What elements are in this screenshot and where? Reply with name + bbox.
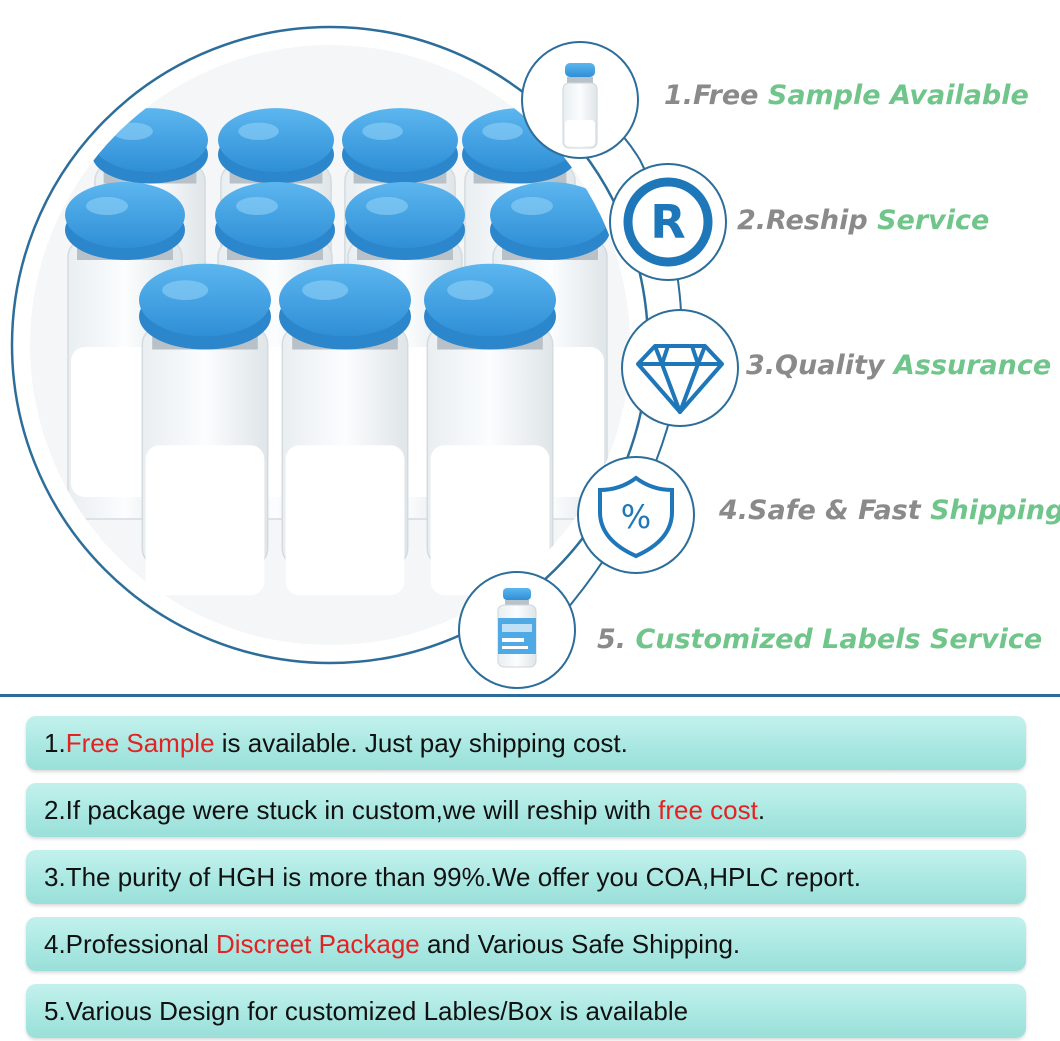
feature-2: 2.Reship Service xyxy=(737,205,990,236)
percent-glyph: % xyxy=(621,498,651,536)
feature-4: 4.Safe & Fast Shipping xyxy=(719,495,1060,526)
vial xyxy=(279,263,411,596)
feature-5: 5. Customized Labels Service xyxy=(597,624,1043,655)
feature-icon-labeled-vial xyxy=(458,571,576,689)
info-bar-2: 2.If package were stuck in custom,we wil… xyxy=(26,783,1026,837)
feature-1: 1.Free Sample Available xyxy=(664,80,1029,111)
section-divider xyxy=(0,694,1060,697)
feature-icon-shield: % xyxy=(577,456,695,574)
hero-section: R % 1.Fr xyxy=(10,25,1060,689)
info-bar-3: 3.The purity of HGH is more than 99%.We … xyxy=(26,850,1026,904)
info-bar-5: 5.Various Design for customized Lables/B… xyxy=(26,984,1026,1038)
feature-icon-registered: R xyxy=(609,163,727,281)
vial xyxy=(424,263,556,596)
info-bar-4: 4.Professional Discreet Package and Vari… xyxy=(26,917,1026,971)
feature-3: 3.Quality Assurance xyxy=(746,350,1052,381)
info-bar-1: 1.Free Sample is available. Just pay shi… xyxy=(26,716,1026,770)
registered-letter: R xyxy=(650,195,685,249)
hero-graphic: R % xyxy=(10,25,739,689)
feature-icon-vial xyxy=(521,41,639,159)
vial xyxy=(139,263,271,596)
feature-icon-diamond xyxy=(621,309,739,427)
vial-photo xyxy=(30,45,630,645)
